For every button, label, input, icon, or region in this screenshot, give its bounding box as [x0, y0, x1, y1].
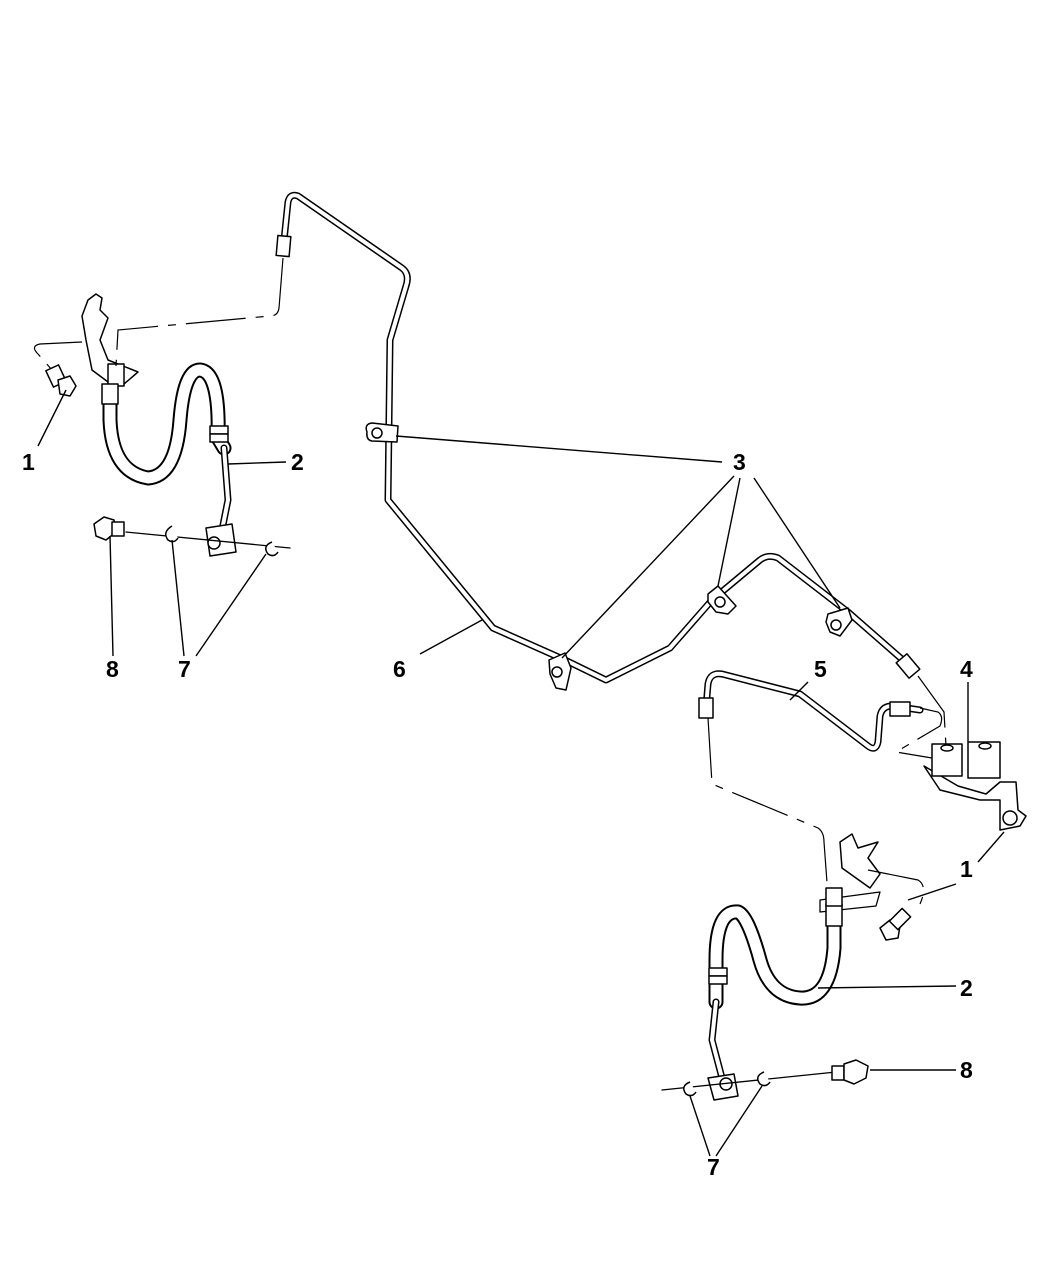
connection-line: [867, 869, 925, 905]
callout-hose-right: 2: [960, 975, 973, 1001]
mounting-bracket-right: [839, 833, 881, 889]
callout-bracket-block: 4: [960, 656, 973, 682]
callout-tube-right: 5: [814, 656, 827, 682]
junction-block[interactable]: [923, 741, 1027, 831]
banjo-bolt-right[interactable]: [831, 1059, 869, 1085]
washer-right-1[interactable]: [683, 1081, 697, 1097]
tube-fitting-nut: [698, 697, 714, 719]
callout-tube-main: 6: [393, 656, 406, 682]
callout-banjo-bolt-left: 8: [106, 656, 119, 682]
connection-line: [115, 257, 284, 367]
banjo-bolt-left[interactable]: [93, 516, 125, 541]
bolt-right[interactable]: [879, 907, 912, 941]
brake-hose-left[interactable]: [101, 362, 232, 534]
tube-fitting-nut: [889, 701, 911, 717]
connection-line: [917, 675, 947, 747]
leader-lines: [37, 389, 1005, 1157]
callout-hose-left: 2: [291, 449, 304, 475]
connection-line: [894, 707, 943, 759]
callout-washers-right: 7: [707, 1154, 720, 1180]
washer-left-1[interactable]: [165, 525, 179, 543]
clip-1[interactable]: [365, 422, 399, 443]
brake-tube-main[interactable]: [279, 191, 916, 684]
clip-4[interactable]: [825, 607, 853, 637]
tube-fitting-nut: [895, 653, 921, 679]
washer-left-2[interactable]: [265, 541, 279, 557]
tube-fitting-nut: [275, 234, 292, 258]
brake-tube-secondary[interactable]: [702, 670, 924, 752]
callout-bolt-right: 1: [960, 856, 973, 882]
clip-3[interactable]: [707, 585, 737, 615]
callout-washers-left: 7: [178, 656, 191, 682]
connection-line: [33, 341, 83, 371]
washer-right-2[interactable]: [757, 1071, 771, 1087]
clip-2[interactable]: [548, 652, 572, 691]
connection-line: [707, 717, 829, 897]
brake-hose-right[interactable]: [708, 887, 881, 1082]
bolt-left[interactable]: [45, 364, 77, 397]
mounting-bracket-left: [81, 293, 139, 387]
callout-banjo-bolt-right: 8: [960, 1057, 973, 1083]
callout-bolt-left: 1: [22, 449, 35, 475]
assembly-axis-left: [125, 531, 291, 549]
callout-clips: 3: [733, 449, 746, 475]
